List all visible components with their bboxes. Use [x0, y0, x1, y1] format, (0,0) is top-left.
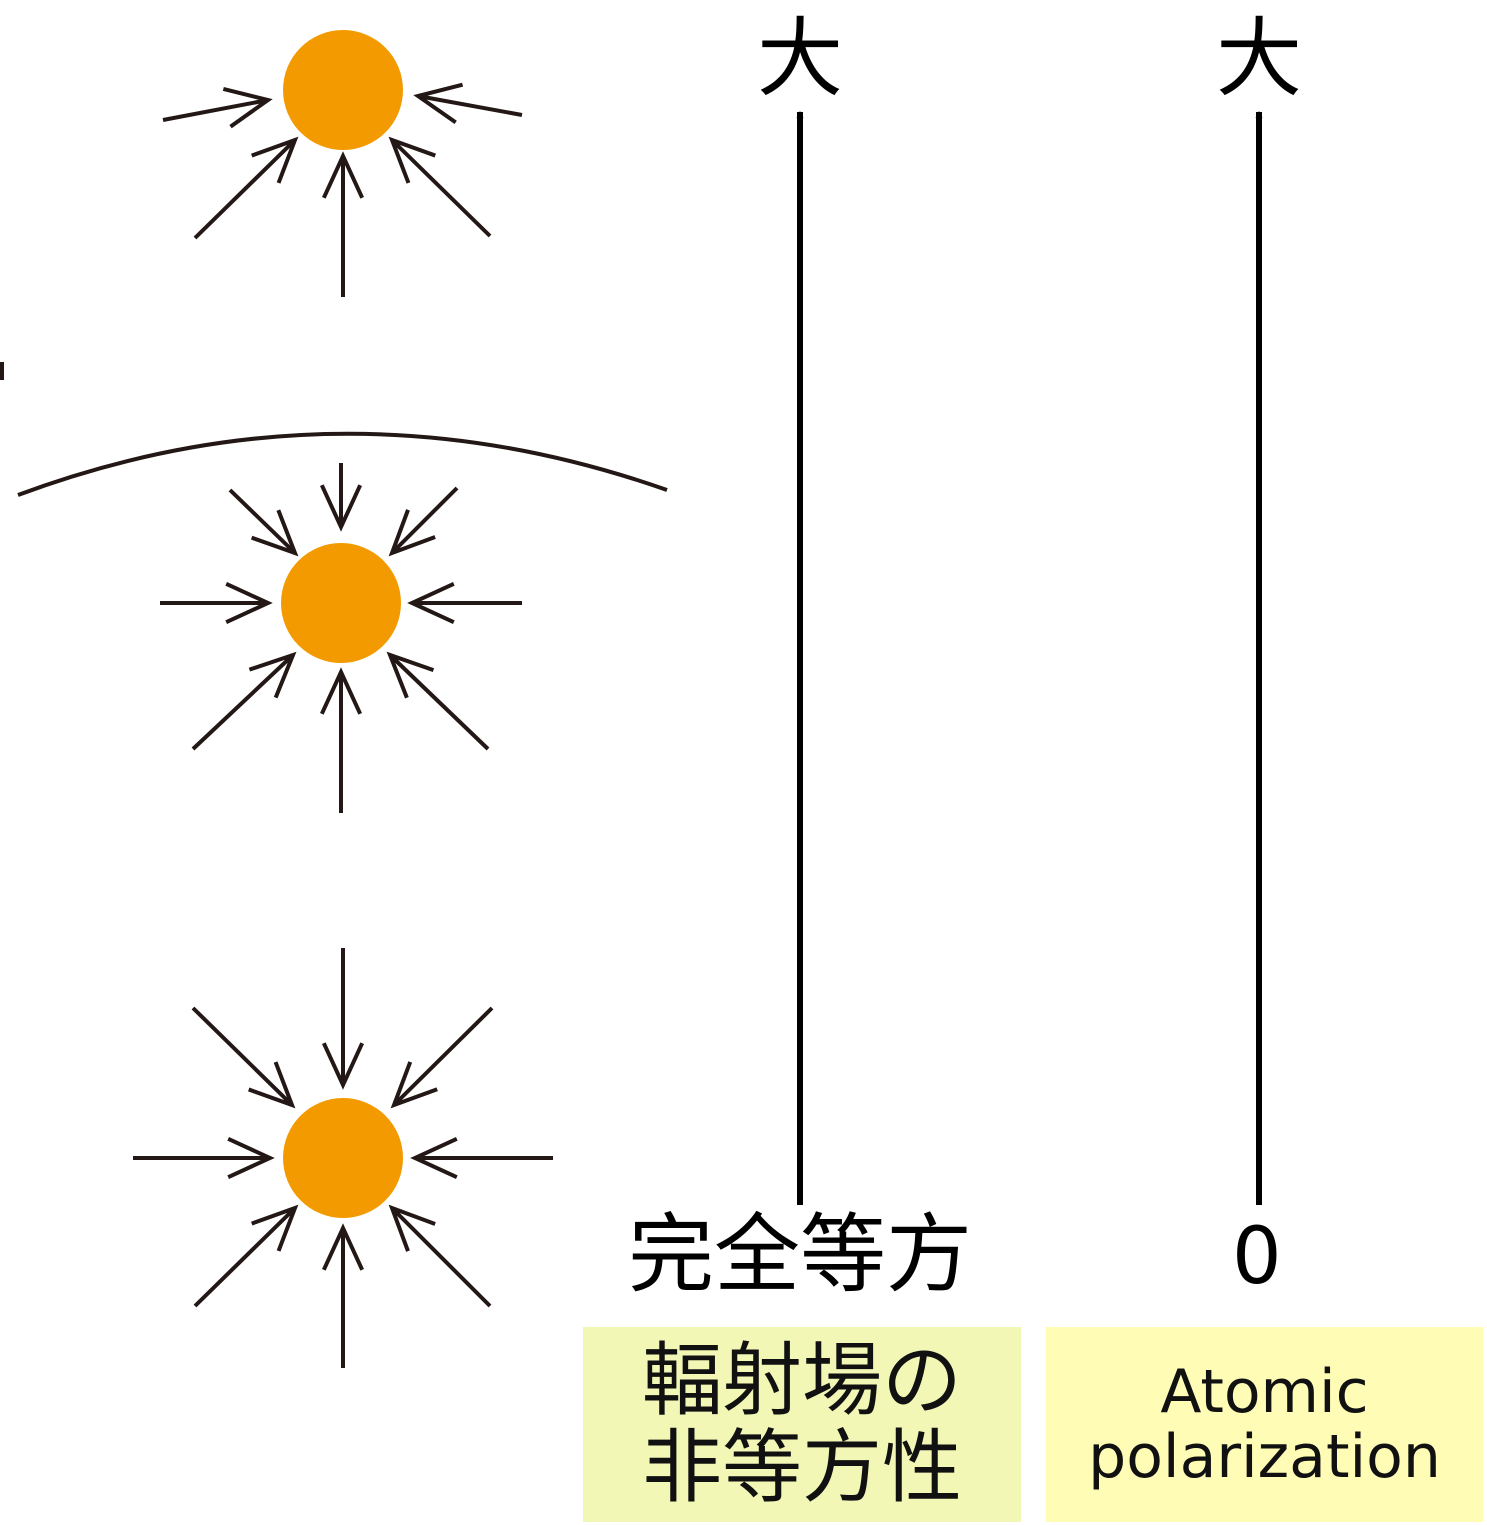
atom-middle-icon	[281, 543, 401, 663]
ray-middle-lower-right-icon	[390, 655, 488, 749]
ray-bottom-left-icon	[133, 1139, 270, 1177]
ray-bottom-upper-right-icon	[394, 1008, 492, 1105]
ray-middle-upper-right-icon	[392, 488, 457, 553]
ray-bottom-top-icon	[324, 948, 362, 1085]
anisotropy-caption-line2: 非等方性	[642, 1425, 962, 1511]
polarization-caption: Atomic polarization	[1046, 1327, 1483, 1522]
polarization-caption-line1: Atomic	[1160, 1360, 1368, 1425]
ray-top-right-icon	[418, 85, 522, 123]
anisotropy-top-label: 大	[757, 16, 843, 102]
atom-bottom-icon	[283, 1098, 403, 1218]
ray-top-bottom-icon	[324, 156, 362, 297]
ray-middle-top-icon	[322, 463, 360, 527]
ray-middle-right-icon	[412, 584, 522, 622]
ray-middle-upper-left-icon	[230, 490, 295, 553]
ray-bottom-lower-right-icon	[392, 1208, 490, 1306]
ray-middle-lower-left-icon	[193, 655, 293, 749]
ray-top-lower-right-icon	[392, 140, 490, 236]
anisotropy-caption-line1: 輻射場の	[642, 1338, 962, 1424]
ray-middle-bottom-icon	[322, 672, 360, 813]
anisotropy-bottom-label: 完全等方	[628, 1212, 972, 1298]
ray-bottom-lower-left-icon	[195, 1208, 295, 1306]
atom-top-icon	[283, 30, 403, 150]
ray-top-left-icon	[163, 89, 268, 127]
ray-bottom-upper-left-icon	[193, 1008, 292, 1105]
ray-middle-left-icon	[160, 584, 268, 622]
anisotropy-caption: 輻射場の 非等方性	[583, 1327, 1021, 1522]
ray-top-lower-left-icon	[195, 140, 295, 238]
polarization-caption-line2: polarization	[1088, 1425, 1441, 1490]
ray-bottom-right-icon	[415, 1139, 553, 1177]
ray-bottom-bottom-icon	[324, 1228, 362, 1368]
polarization-top-label: 大	[1216, 16, 1302, 102]
polarization-bottom-label: 0	[1232, 1218, 1282, 1296]
